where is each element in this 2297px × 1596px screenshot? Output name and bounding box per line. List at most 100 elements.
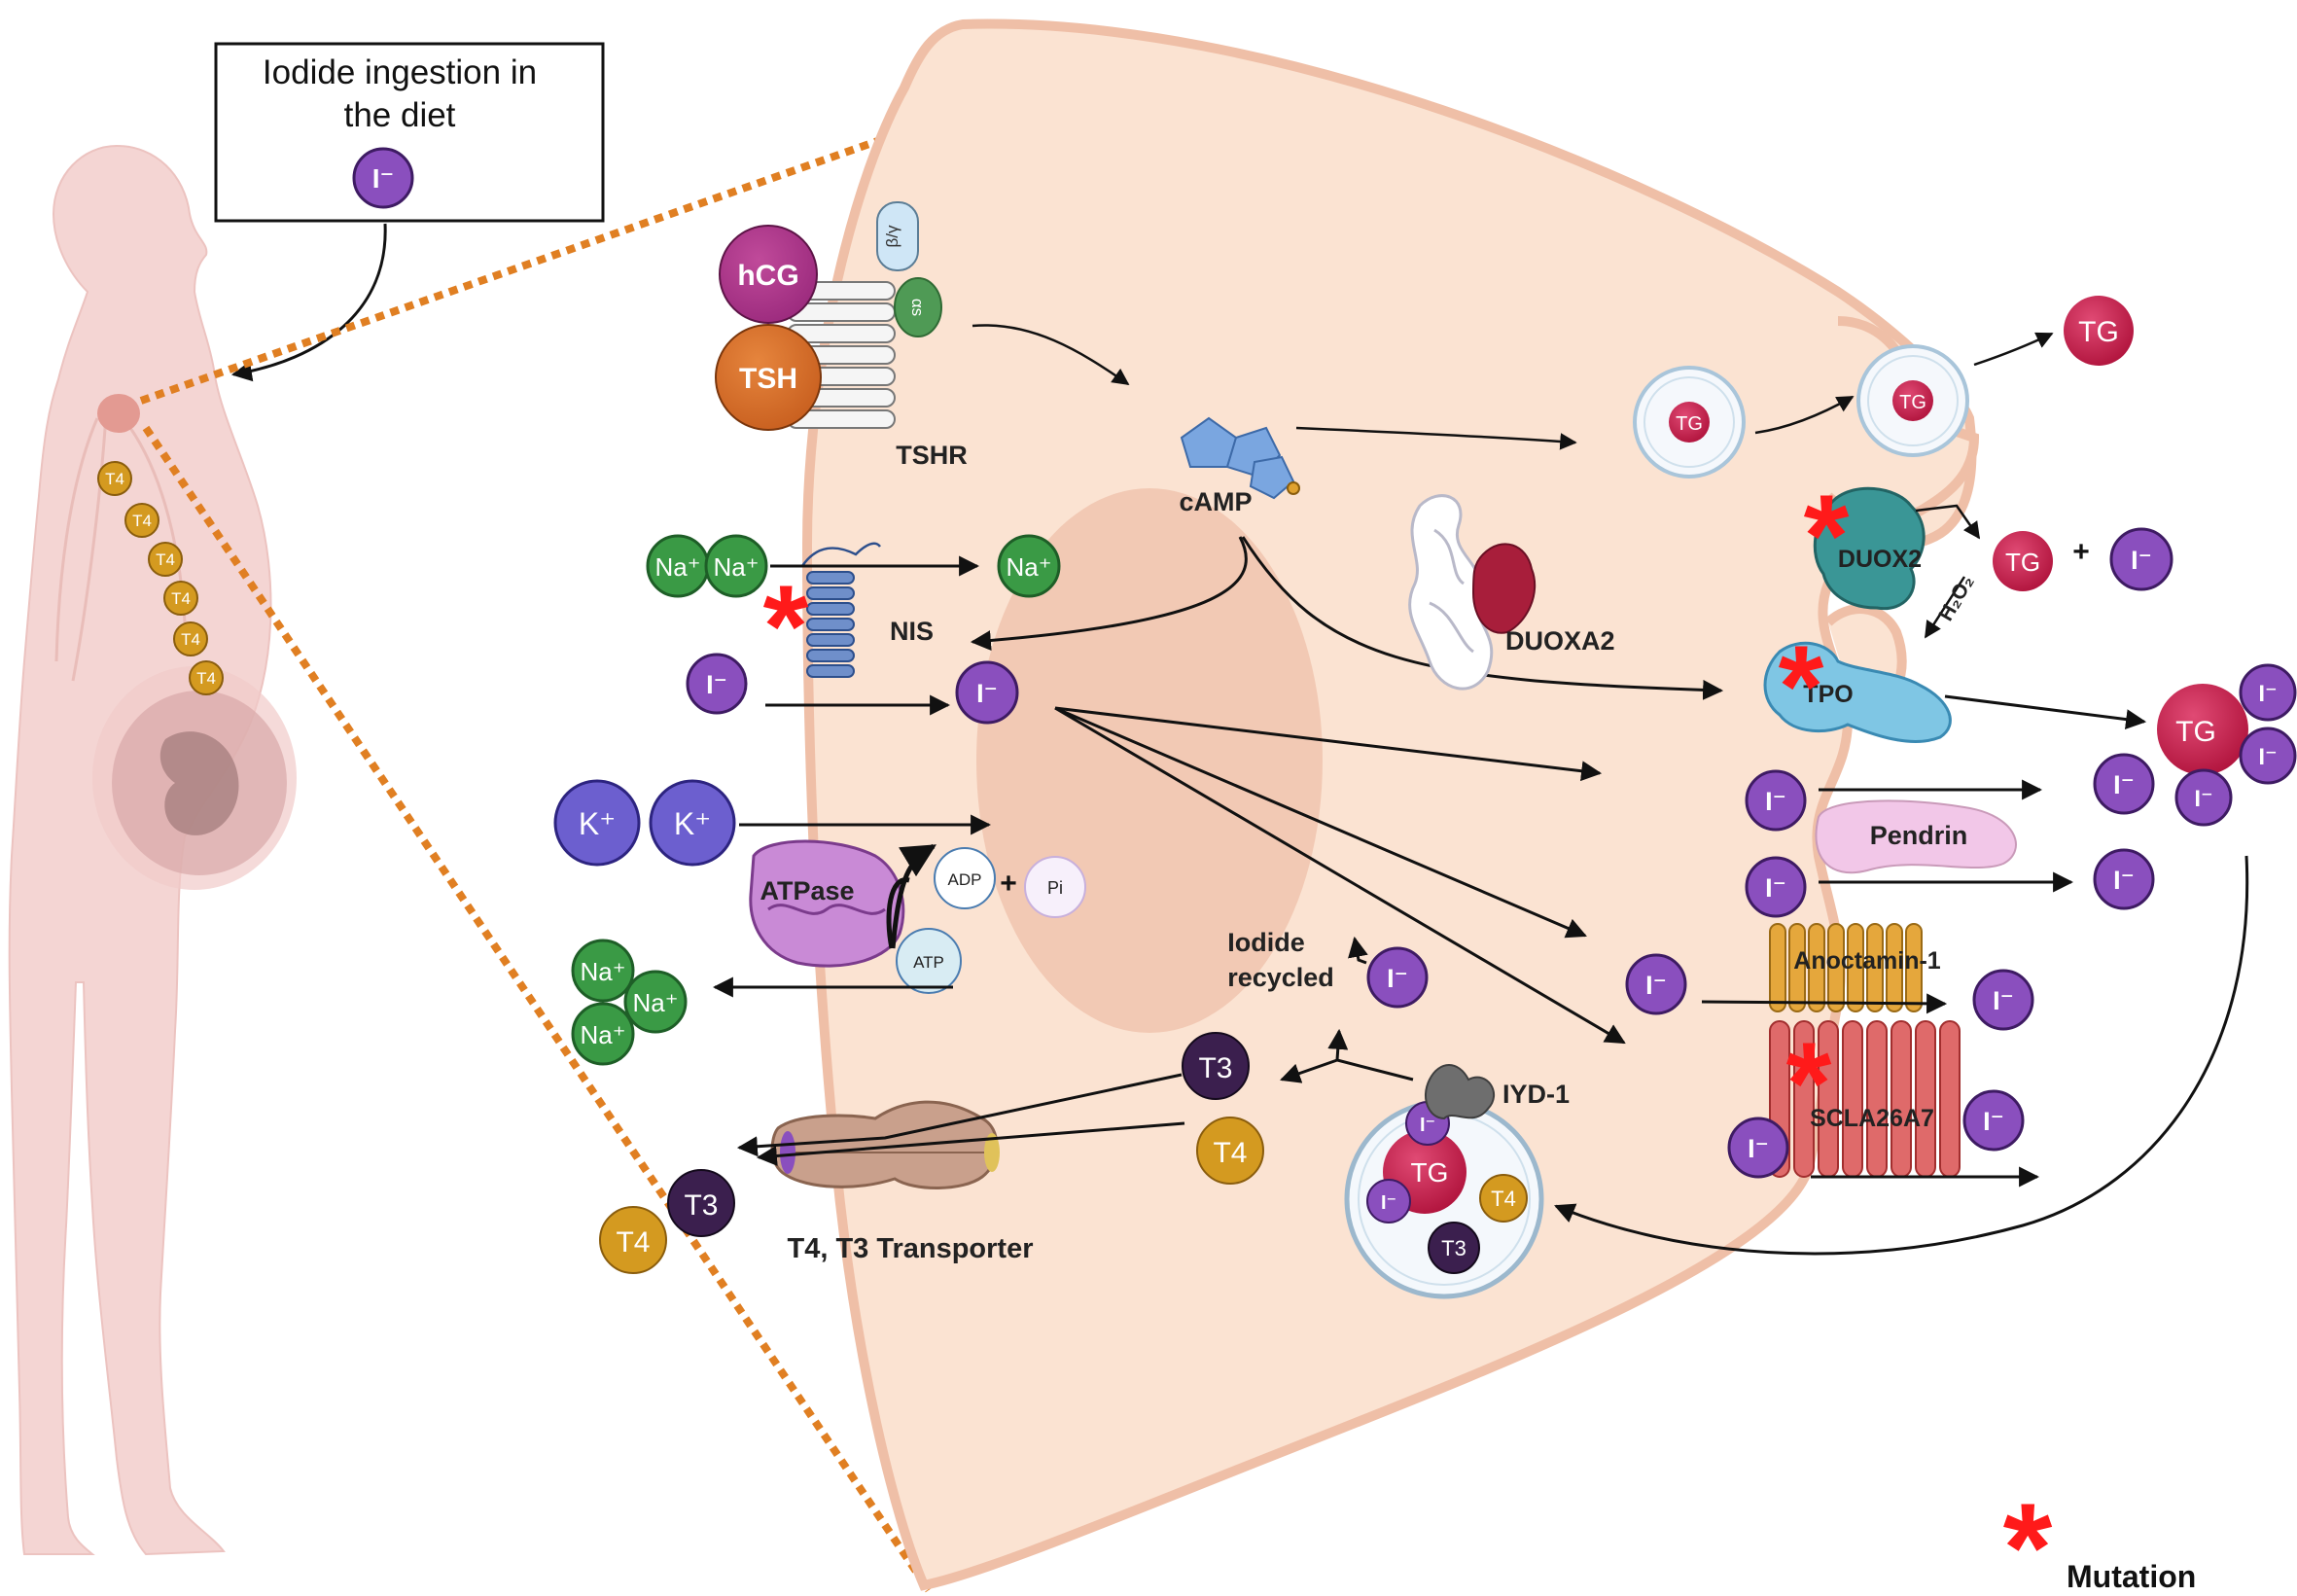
iodide-ion-cytoplasm	[955, 660, 1019, 725]
camp-label: cAMP	[1179, 487, 1252, 516]
iodide-label: I⁻	[1983, 1107, 2004, 1136]
tsh-label: TSH	[739, 363, 797, 395]
hcg-label: hCG	[737, 260, 798, 292]
tpo-to-tg-arrow	[1944, 694, 2147, 730]
camp-to-vesicle-arrow	[1295, 426, 1577, 450]
potassium-ions: K⁺ K⁺	[553, 779, 736, 867]
tg-label: TG	[1676, 413, 1703, 435]
tpo-enzyme: TPO	[1763, 641, 1952, 743]
na-ion-label: Na⁺	[633, 988, 679, 1017]
tshr-label: TSHR	[896, 441, 968, 470]
iodide-label: I⁻	[1645, 971, 1667, 1000]
iodinated-tg: TG I⁻ I⁻ I⁻	[2157, 663, 2297, 827]
adp-label: ADP	[948, 870, 982, 889]
vesicle-to-membrane-arrow	[1754, 395, 1855, 435]
woman-t4-label: T4	[171, 589, 191, 608]
woman-t4-label: T4	[181, 630, 200, 649]
iodide-ion	[1745, 856, 1807, 918]
iodide-label: I⁻	[706, 670, 727, 699]
iodide-ion	[1745, 769, 1807, 832]
woman-t4-label: T4	[196, 669, 216, 688]
iodide-label: I⁻	[2194, 786, 2212, 812]
tg-label: TG	[1899, 392, 1926, 413]
iodide-label: I⁻	[2113, 866, 2135, 895]
t4-label: T4	[1491, 1187, 1516, 1211]
mutation-legend: * Mutation	[2003, 1476, 2197, 1596]
woman-t4-chain: T4 T4 T4 T4 T4 T4	[97, 461, 224, 695]
beta-gamma-label: β/γ	[883, 225, 901, 248]
na-ions-outflow: Na⁺ Na⁺ Na⁺	[571, 939, 688, 1066]
pregnant-woman-figure	[8, 144, 297, 1556]
slc-mutation-asterisk: *	[1786, 1018, 1832, 1149]
tg-release-arrow	[1973, 332, 2054, 367]
legend-label: Mutation	[2067, 1559, 2196, 1594]
h2o2-arrow	[1924, 576, 1966, 639]
tg-vesicle-membrane: TG	[1856, 344, 1969, 457]
na-ion-label: Na⁺	[581, 1020, 626, 1049]
camp-molecule: cAMP	[1179, 416, 1300, 516]
t3-export-arrow	[736, 1073, 1183, 1157]
duox2-label: DUOX2	[1838, 546, 1922, 573]
anoctamin-label: Anoctamin-1	[1793, 947, 1941, 975]
adp-pi-plus: +	[1000, 868, 1017, 900]
recycled-iodide-ion	[1366, 946, 1429, 1009]
iyd1-enzyme	[1425, 1064, 1495, 1120]
iodide-ion	[1625, 953, 1687, 1015]
na-ion-intracellular	[997, 534, 1061, 598]
camp-to-tpo-arrow	[1241, 536, 1724, 700]
camp-to-nis-arrow	[970, 536, 1248, 652]
iodide-label: I⁻	[1765, 873, 1786, 903]
t4-export-arrow	[756, 1121, 1185, 1166]
t3-label: T3	[684, 1189, 718, 1222]
duoxa2-protein	[1471, 543, 1537, 634]
iodide-label: I⁻	[2113, 770, 2135, 799]
duox2-to-tg-arrow	[1915, 504, 1981, 540]
t3-label: T3	[1198, 1052, 1232, 1084]
beta-gamma-subunit	[876, 201, 919, 271]
diet-title-line1: Iodide ingestion in	[263, 53, 537, 91]
lysosome-to-t3-arrow	[1280, 1058, 1338, 1083]
pendrin-protein	[1815, 799, 2017, 874]
duox2-enzyme: DUOX2	[1813, 486, 1926, 611]
iodide-label: I⁻	[1765, 787, 1786, 816]
legend-asterisk: *	[2003, 1476, 2053, 1596]
k-ion-label: K⁺	[579, 806, 616, 841]
iodide-label: I⁻	[1381, 1192, 1396, 1214]
woman-t4-label: T4	[132, 512, 152, 530]
tpo-label: TPO	[1803, 681, 1853, 708]
tg-label: TG	[2175, 716, 2216, 748]
tg-label: TG	[1411, 1157, 1449, 1188]
iodide-ion	[2109, 527, 2173, 591]
alpha-s-label: αs	[908, 299, 927, 316]
iodide-label: I⁻	[2131, 546, 2152, 575]
tsh-ligand	[715, 324, 822, 431]
tg-label: TG	[2078, 316, 2119, 348]
iodide-ion	[2093, 753, 2155, 815]
diet-title-line2: the diet	[344, 96, 456, 134]
diet-iodide-ion	[352, 147, 414, 209]
atpase-label: ATPase	[760, 876, 854, 905]
iyd1-label: IYD-1	[1502, 1080, 1570, 1109]
tg-for-iodination	[1993, 531, 2053, 591]
diet-to-mouth-arrow	[230, 223, 387, 382]
t3-label: T3	[1441, 1236, 1467, 1260]
t4-secreted	[599, 1206, 667, 1274]
diet-iodide-label: I⁻	[372, 163, 395, 194]
iodide-ion	[1727, 1117, 1789, 1179]
iodide-label: I⁻	[1748, 1134, 1769, 1163]
slc26a7-transporter: SCLA26A7	[1769, 1020, 1961, 1178]
alpha-s-subunit	[894, 277, 942, 337]
pi-label: Pi	[1047, 878, 1063, 898]
atp-to-adp-arrow	[890, 843, 937, 949]
iodide-ion	[2093, 848, 2155, 910]
atp-molecule	[896, 928, 962, 994]
na-ion-label: Na⁺	[581, 957, 626, 986]
tg-released	[2064, 296, 2134, 366]
iodide-recycled-line1: Iodide	[1227, 928, 1305, 957]
recycle-arrow	[1348, 936, 1368, 965]
iodide-label: I⁻	[2258, 744, 2277, 770]
pi-molecule	[1024, 856, 1086, 918]
iodide-ion	[1972, 969, 2034, 1031]
duoxa2-label: DUOXA2	[1505, 626, 1615, 656]
